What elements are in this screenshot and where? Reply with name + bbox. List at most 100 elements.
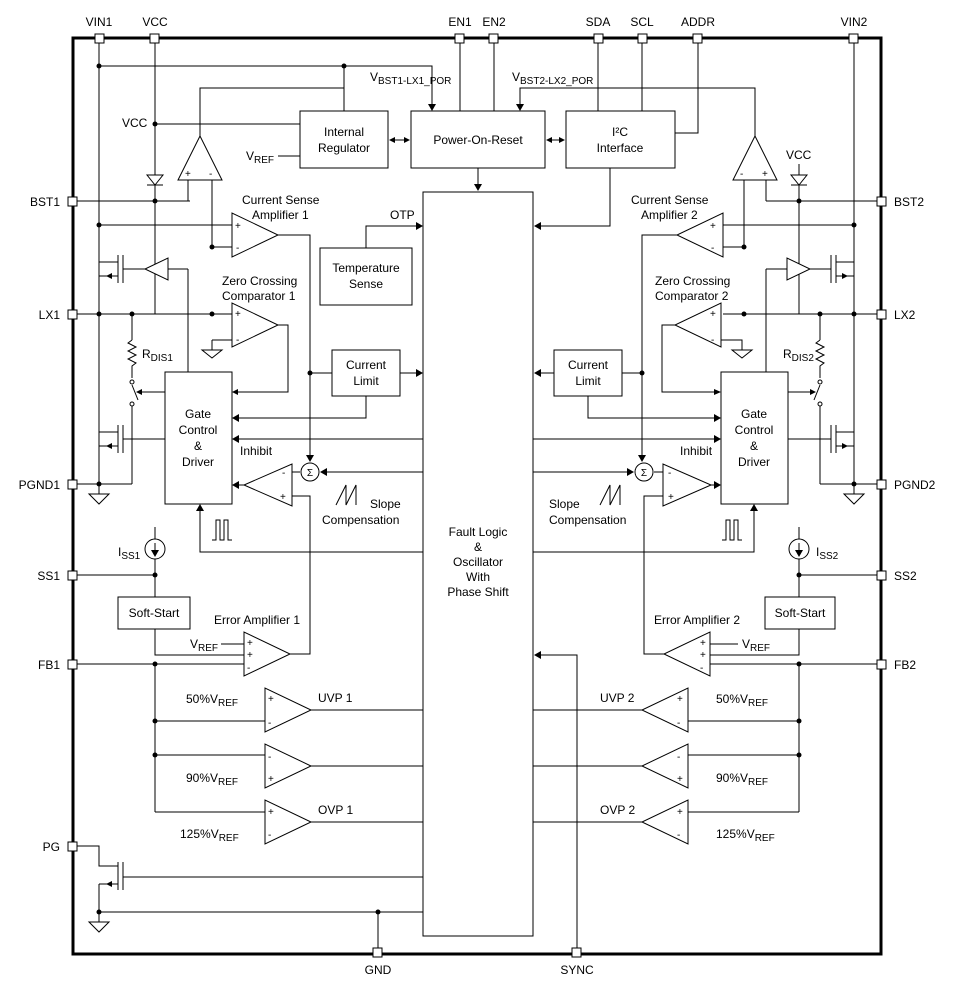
pin-fb2-label: FB2: [894, 658, 916, 672]
svg-text:+: +: [247, 638, 253, 649]
pin-en2-label: EN2: [482, 15, 506, 29]
soft-start-1-label: Soft-Start: [129, 606, 180, 620]
csa1-label-line-2: Amplifier 1: [252, 208, 309, 222]
zcc2-label-line-2: Comparator 2: [655, 289, 729, 303]
current-limit-2-block: [553, 349, 623, 397]
pin-scl-square: [637, 33, 648, 44]
svg-text:-: -: [236, 243, 239, 254]
bst1-diode: [145, 174, 165, 186]
pin-vcc-square: [149, 33, 160, 44]
temperature-sense-line-2: Sense: [349, 277, 383, 291]
svg-text:-: -: [677, 718, 680, 729]
bst1-por-comparator: [177, 134, 223, 181]
pin-addr-label: ADDR: [681, 15, 715, 29]
ea1-label: Error Amplifier 1: [214, 613, 300, 627]
pin-pg-square: [67, 841, 78, 852]
gate-control-driver-1: [164, 371, 233, 505]
vcc-left-label: VCC: [122, 116, 148, 130]
fault-logic-line-1: Fault Logic: [449, 525, 508, 539]
pin-bst1-label: BST1: [30, 195, 60, 209]
vcc-right-label: VCC: [786, 148, 812, 162]
svg-text:+: +: [700, 638, 706, 649]
pin-ss1-label: SS1: [37, 569, 60, 583]
pgnd1-ground: [87, 493, 111, 505]
iss1-label: ISS1: [118, 545, 141, 562]
svg-text:+: +: [268, 694, 274, 705]
pin-lx1-square: [67, 309, 78, 320]
pin-pg-label: PG: [43, 840, 60, 854]
svg-text:-: -: [268, 830, 271, 841]
slope-2-line-2: Compensation: [549, 513, 626, 527]
pin-en1-square: [454, 33, 465, 44]
iss2-label: ISS2: [816, 545, 839, 562]
uvp-comparator-1: [264, 687, 313, 733]
vref-ea2-label: VREF: [742, 637, 770, 654]
vref-ea1-label: VREF: [190, 637, 218, 654]
pin-vcc-label: VCC: [142, 15, 168, 29]
zero-crossing-comparator-1: [231, 302, 280, 348]
pg-comparator-1: [264, 743, 313, 789]
zcc1-label-line-2: Comparator 1: [222, 289, 296, 303]
pin-vin1-label: VIN1: [86, 15, 113, 29]
pin-en2-square: [488, 33, 499, 44]
gate-driver-2-line-3: &: [750, 439, 758, 453]
bst2-diode: [789, 174, 809, 186]
power-on-reset-label: Power-On-Reset: [433, 133, 523, 147]
fault-logic-block: [422, 191, 534, 937]
vbst1-label: VBST1-LX1_POR: [370, 70, 451, 87]
pin-bst2-square: [876, 196, 887, 207]
clock-pulse-icon-2: [722, 519, 742, 541]
svg-text:+: +: [280, 492, 286, 503]
pwm-comparator-2: [662, 463, 713, 507]
inhibit-2-label: Inhibit: [680, 444, 713, 458]
svg-text:+: +: [700, 650, 706, 661]
gate-driver-1-line-4: Driver: [182, 455, 214, 469]
rdis2-label: RDIS2: [783, 347, 814, 364]
zcc2-ground: [730, 349, 754, 359]
gate-driver-1-line-3: &: [194, 439, 202, 453]
uvp-1-label: UVP 1: [318, 691, 353, 705]
pin-gnd-label: GND: [365, 963, 392, 977]
pin-scl-label: SCL: [630, 15, 654, 29]
fault-logic-line-3: Oscillator: [453, 555, 503, 569]
clock-pulse-icon-1: [212, 519, 232, 541]
bst2-por-comparator: [732, 134, 778, 181]
pin-sda-square: [593, 33, 604, 44]
pin-ss2-square: [876, 570, 887, 581]
gate-driver-2-line-1: Gate: [741, 407, 767, 421]
svg-text:-: -: [677, 830, 680, 841]
svg-text:+: +: [185, 169, 191, 180]
pct50-2-label: 50%VREF: [716, 692, 768, 709]
gate-control-driver-2: [720, 371, 789, 505]
power-on-reset-block: [410, 110, 546, 169]
ea2-label: Error Amplifier 2: [654, 613, 740, 627]
svg-text:+: +: [235, 221, 241, 232]
i2c-interface-line-1: I²C: [612, 125, 628, 139]
csa1-label-line-1: Current Sense: [242, 193, 320, 207]
svg-text:-: -: [236, 335, 239, 346]
pin-lx2-label: LX2: [894, 308, 916, 322]
pin-ss1-square: [67, 570, 78, 581]
svg-text:-: -: [711, 243, 714, 254]
svg-text:+: +: [268, 774, 274, 785]
pwm-comparator-1: [242, 463, 293, 507]
pct125-2-label: 125%VREF: [716, 827, 775, 844]
svg-text:-: -: [268, 752, 271, 763]
zero-crossing-comparator-2: [673, 302, 722, 348]
pin-sda-label: SDA: [586, 15, 611, 29]
pg-ground: [87, 921, 111, 933]
pct50-1-label: 50%VREF: [186, 692, 238, 709]
svg-text:+: +: [268, 807, 274, 818]
pin-pgnd1-label: PGND1: [19, 478, 61, 492]
svg-text:+: +: [677, 807, 683, 818]
pin-vin1-square: [94, 33, 105, 44]
fault-logic-line-4: With: [466, 570, 490, 584]
pct125-1-label: 125%VREF: [180, 827, 239, 844]
svg-text:-: -: [668, 468, 671, 479]
gate-driver-2-line-2: Control: [735, 423, 774, 437]
soft-start-2-block: [764, 596, 836, 630]
current-sense-amplifier-1: [231, 212, 280, 258]
rdis1-label: RDIS1: [142, 347, 173, 364]
svg-text:+: +: [710, 221, 716, 232]
svg-text:-: -: [740, 169, 743, 180]
